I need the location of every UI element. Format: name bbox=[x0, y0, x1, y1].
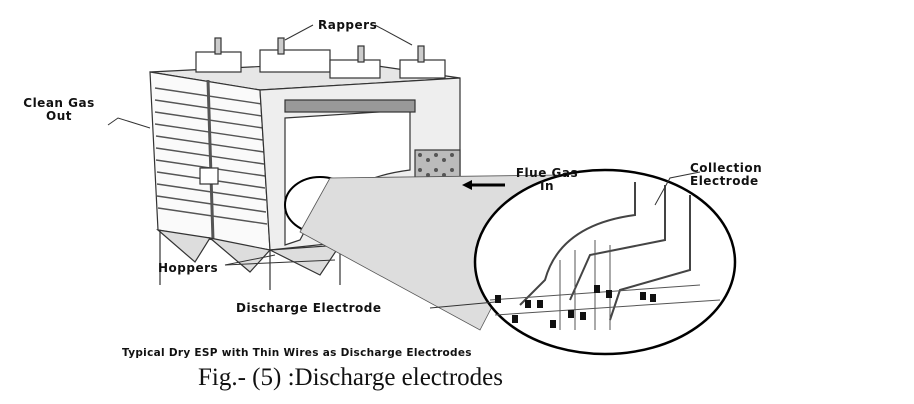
detail-circle-large bbox=[473, 168, 737, 356]
label-flue-gas-line2: In bbox=[539, 179, 554, 193]
label-flue-gas-line1: Flue Gas bbox=[515, 166, 579, 180]
diagram-subtitle: Typical Dry ESP with Thin Wires as Disch… bbox=[122, 347, 472, 359]
label-hoppers: Hoppers bbox=[158, 261, 219, 275]
hoppers-leader bbox=[224, 254, 276, 266]
figure-caption: Fig.- (5) :Discharge electrodes bbox=[198, 364, 503, 391]
label-collection-electrode: Collection Electrode bbox=[690, 162, 762, 188]
label-clean-gas-line2: Out bbox=[46, 109, 72, 123]
collection-electrode-plates bbox=[519, 182, 691, 321]
discharge-leader bbox=[429, 301, 496, 309]
label-discharge-electrode: Discharge Electrode bbox=[236, 301, 382, 315]
label-collection-line2: Electrode bbox=[690, 174, 759, 188]
rappers-leader-left bbox=[284, 24, 314, 41]
label-collection-line1: Collection bbox=[690, 161, 763, 175]
label-clean-gas-out: Clean Gas Out bbox=[14, 97, 104, 123]
rappers-leader-right bbox=[374, 24, 413, 46]
label-rappers: Rappers bbox=[318, 18, 378, 32]
electrode-weights bbox=[495, 285, 656, 328]
label-flue-gas-in: Flue Gas In bbox=[512, 167, 582, 193]
hoppers-leader-2 bbox=[224, 259, 336, 266]
collection-leader bbox=[654, 171, 701, 206]
clean-gas-arrow bbox=[107, 117, 151, 129]
label-clean-gas-line1: Clean Gas bbox=[23, 96, 95, 110]
